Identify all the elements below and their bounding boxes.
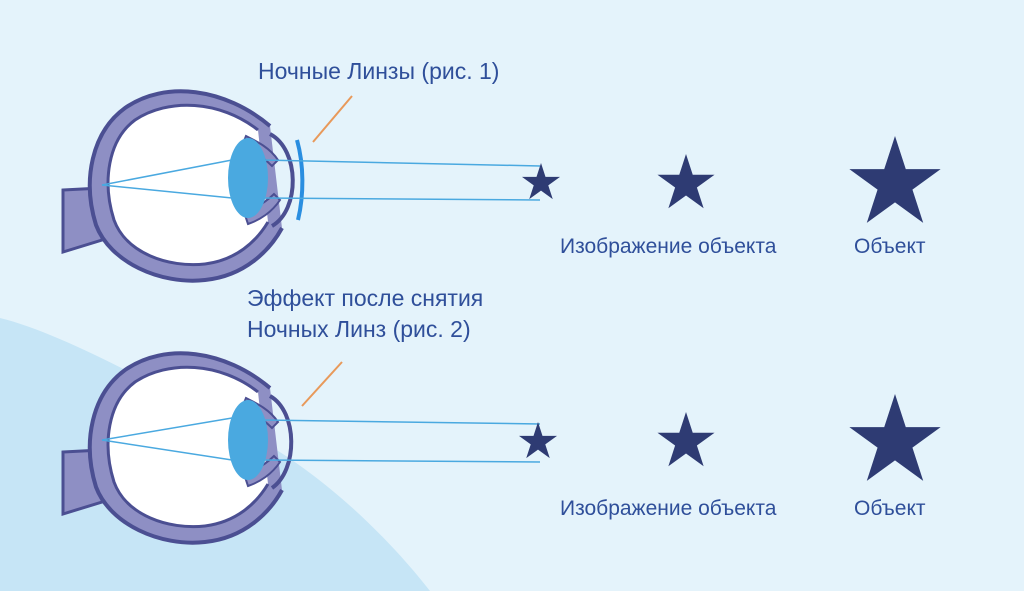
panel2-title-line1: Эффект после снятия bbox=[247, 285, 484, 311]
cornea bbox=[268, 132, 295, 228]
panel2-title-line2: Ночных Линз (рис. 2) bbox=[247, 316, 471, 342]
star-icon bbox=[849, 394, 941, 481]
pointer-line bbox=[312, 95, 353, 143]
panel1-object-label: Объект bbox=[854, 235, 926, 258]
eyeball-inner bbox=[106, 103, 270, 267]
star-icon bbox=[518, 422, 558, 459]
star-icon bbox=[657, 154, 715, 209]
eye-icon bbox=[61, 89, 541, 283]
eye-icon bbox=[61, 351, 541, 545]
contact-lens bbox=[295, 139, 305, 221]
lens-icon bbox=[228, 138, 268, 218]
pointer-line bbox=[301, 361, 343, 407]
eyeball-inner bbox=[106, 365, 270, 529]
panel2-image-label: Изображение объекта bbox=[560, 497, 777, 520]
star-icon bbox=[521, 163, 561, 200]
panel1-title: Ночные Линзы (рис. 1) bbox=[258, 58, 500, 84]
lens-icon bbox=[228, 400, 268, 480]
panel1-image-label: Изображение объекта bbox=[560, 235, 777, 258]
star-icon bbox=[849, 136, 941, 223]
star-icon bbox=[657, 412, 715, 467]
panel2-object-label: Объект bbox=[854, 497, 926, 520]
cornea bbox=[268, 394, 294, 490]
